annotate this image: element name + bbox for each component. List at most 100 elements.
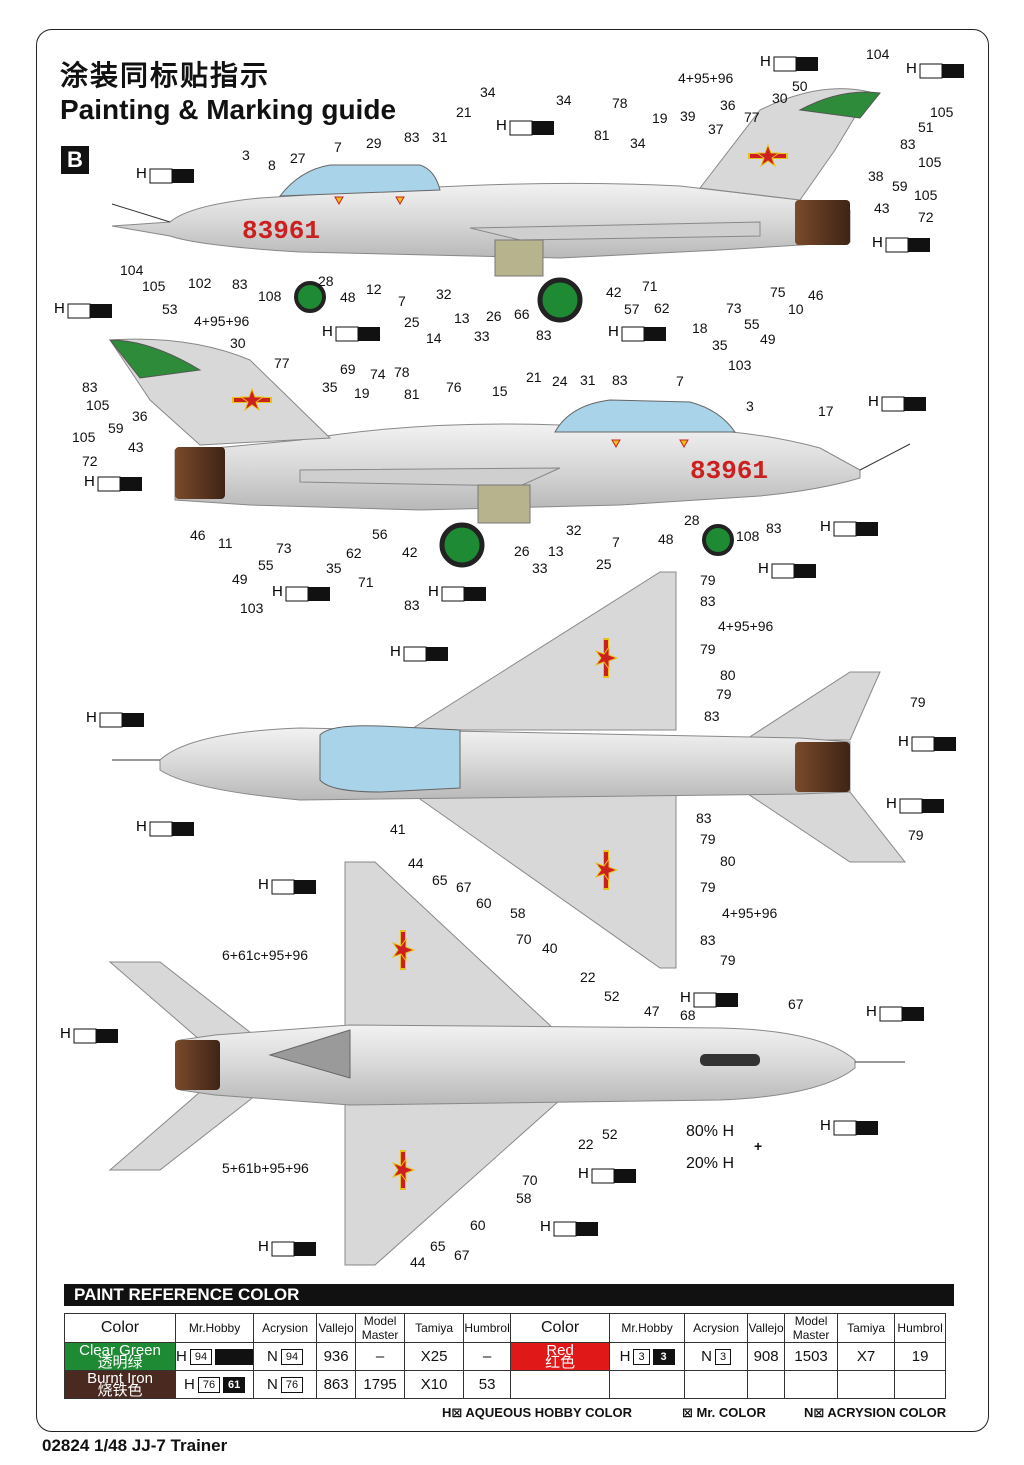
svg-text:H: H (428, 583, 439, 600)
svg-text:H: H (84, 473, 95, 490)
svg-text:H: H (866, 1003, 877, 1020)
humbrol-cell: 19 (894, 1342, 947, 1371)
svg-text:H: H (136, 818, 147, 835)
paint-table-title: PAINT REFERENCE COLOR (64, 1284, 954, 1306)
svg-text:79: 79 (720, 952, 736, 968)
svg-text:72: 72 (918, 209, 934, 225)
svg-text:32: 32 (436, 286, 452, 302)
svg-text:3: 3 (242, 147, 250, 163)
svg-text:83: 83 (82, 379, 98, 395)
svg-text:14: 14 (426, 330, 442, 346)
scheme-badge: B (61, 146, 89, 174)
svg-text:83: 83 (404, 129, 420, 145)
svg-text:H: H (258, 876, 269, 893)
svg-text:102: 102 (188, 275, 212, 291)
svg-text:40: 40 (542, 940, 558, 956)
svg-text:36: 36 (132, 408, 148, 424)
svg-text:H: H (86, 709, 97, 726)
mix-label-top: 80% H (686, 1123, 735, 1140)
svg-text:35: 35 (322, 379, 338, 395)
tamiya-cell: X7 (837, 1342, 896, 1371)
n-code: 94 (280, 1348, 304, 1365)
color-name-cn: 红色 (545, 1353, 576, 1371)
svg-text:34: 34 (630, 135, 646, 151)
svg-text:12: 12 (366, 281, 382, 297)
hdr-tamiya-2: Tamiya (837, 1313, 896, 1343)
svg-text:31: 31 (432, 129, 448, 145)
n-code: 3 (714, 1348, 732, 1365)
svg-text:H: H (820, 1117, 831, 1134)
model-master-cell: – (355, 1342, 406, 1371)
svg-text:H: H (322, 323, 333, 340)
hdr-model-master-2: Model Master (784, 1313, 839, 1343)
svg-text:36: 36 (720, 97, 736, 113)
svg-text:H: H (540, 1218, 551, 1235)
svg-text:H: H (496, 117, 507, 134)
swatch-clear-green: Clear Green 透明绿 (64, 1342, 176, 1371)
svg-text:H: H (390, 643, 401, 660)
svg-text:105: 105 (930, 104, 954, 120)
svg-text:79: 79 (716, 686, 732, 702)
svg-text:108: 108 (736, 528, 760, 544)
svg-text:H: H (258, 1238, 269, 1255)
svg-text:13: 13 (548, 543, 564, 559)
title-english: Painting & Marking guide (60, 94, 397, 125)
swatch-burnt-iron: Burnt Iron 烧铁色 (64, 1370, 176, 1399)
humbrol-cell: – (463, 1342, 512, 1371)
empty-cell (894, 1370, 947, 1399)
svg-text:105: 105 (86, 397, 110, 413)
svg-text:H: H (272, 583, 283, 600)
svg-text:108: 108 (258, 288, 282, 304)
svg-text:26: 26 (514, 543, 530, 559)
svg-text:46: 46 (190, 527, 206, 543)
svg-text:59: 59 (892, 178, 908, 194)
svg-text:74: 74 (370, 366, 386, 382)
svg-text:52: 52 (604, 988, 620, 1004)
hdr-color: Color (64, 1313, 176, 1343)
side-view-right (108, 338, 911, 568)
svg-text:49: 49 (760, 331, 776, 347)
svg-text:78: 78 (612, 95, 628, 111)
svg-text:7: 7 (334, 139, 342, 155)
hdr-acrysion-2: Acrysion (684, 1313, 749, 1343)
svg-text:H: H (54, 300, 65, 317)
svg-text:44: 44 (408, 855, 424, 871)
svg-text:51: 51 (918, 119, 934, 135)
svg-text:46: 46 (808, 287, 824, 303)
svg-text:11: 11 (218, 535, 233, 551)
h-code: 94 (189, 1348, 213, 1365)
legend-aqueous: H⊠ AQUEOUS HOBBY COLOR (442, 1405, 633, 1420)
svg-text:18: 18 (692, 320, 708, 336)
svg-text:62: 62 (654, 300, 670, 316)
svg-text:59: 59 (108, 420, 124, 436)
svg-text:48: 48 (340, 289, 356, 305)
svg-text:H: H (136, 165, 147, 182)
svg-text:52: 52 (602, 1126, 618, 1142)
svg-text:83: 83 (696, 810, 712, 826)
mr-code: 61 (223, 1376, 246, 1393)
svg-text:83: 83 (900, 136, 916, 152)
svg-text:71: 71 (642, 278, 658, 294)
svg-text:28: 28 (684, 512, 700, 528)
svg-text:67: 67 (454, 1247, 470, 1263)
svg-text:H: H (680, 989, 691, 1006)
svg-text:65: 65 (430, 1238, 446, 1254)
svg-text:39: 39 (680, 108, 696, 124)
title-chinese: 涂装同标贴指示 (60, 59, 271, 92)
svg-text:67: 67 (788, 996, 804, 1012)
svg-text:103: 103 (240, 600, 264, 616)
svg-text:79: 79 (700, 641, 716, 657)
svg-text:69: 69 (340, 361, 356, 377)
svg-text:44: 44 (410, 1254, 426, 1270)
svg-text:34: 34 (480, 84, 496, 100)
svg-text:104: 104 (866, 46, 890, 62)
decal-callout-1b: 4+95+96 (194, 313, 250, 329)
svg-text:H: H (578, 1165, 589, 1182)
svg-text:H: H (60, 1025, 71, 1042)
svg-text:7: 7 (398, 293, 406, 309)
model-master-cell: 1503 (784, 1342, 839, 1371)
